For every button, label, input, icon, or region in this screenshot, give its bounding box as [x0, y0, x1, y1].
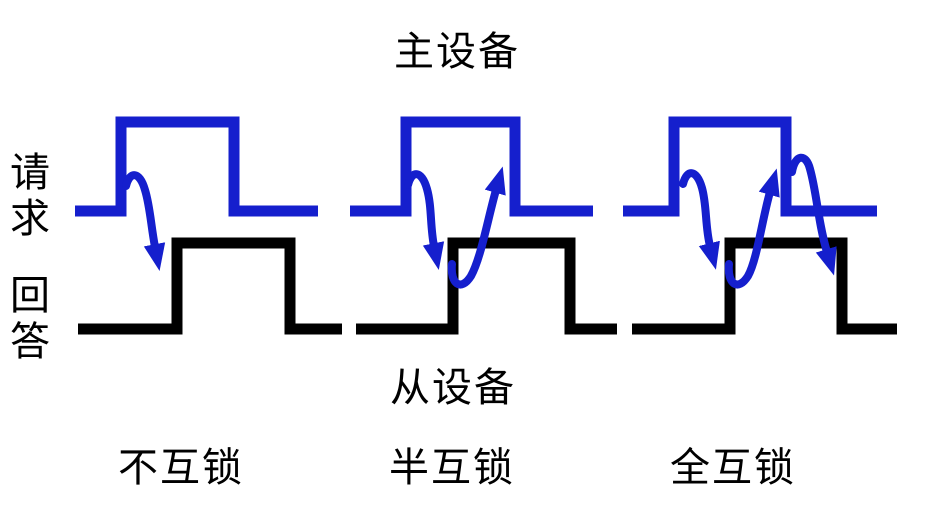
answer-waveform-0: [78, 237, 342, 335]
answer-signal-label: 回答: [4, 274, 49, 366]
variant-label-half-interlocked: 半互锁: [389, 445, 515, 490]
request-waveform-2: [623, 116, 877, 217]
causality-arrow-request-fall-to-answer-fall: [788, 153, 837, 276]
waveform-layer: [75, 116, 897, 335]
master-device-label: 主设备: [394, 29, 520, 74]
causality-arrow-answer-rise-to-request-fall: [447, 166, 506, 289]
slave-device-label: 从设备: [390, 365, 516, 410]
causality-arrow-request-rise-to-answer-rise: [679, 169, 720, 270]
variant-label-non-interlocked: 不互锁: [118, 445, 244, 490]
request-waveform-0: [75, 116, 318, 217]
answer-waveform-2: [632, 237, 897, 335]
request-signal-label: 请求: [4, 151, 49, 243]
request-waveform-1: [350, 116, 593, 217]
variant-label-fully-interlocked: 全互锁: [670, 445, 796, 490]
causality-arrow-request-rise-to-answer-rise: [404, 170, 445, 271]
causality-arrow-request-rise-to-answer-rise: [122, 171, 166, 272]
causality-arrow-answer-rise-to-request-fall: [724, 168, 780, 289]
answer-waveform-1: [356, 237, 617, 335]
